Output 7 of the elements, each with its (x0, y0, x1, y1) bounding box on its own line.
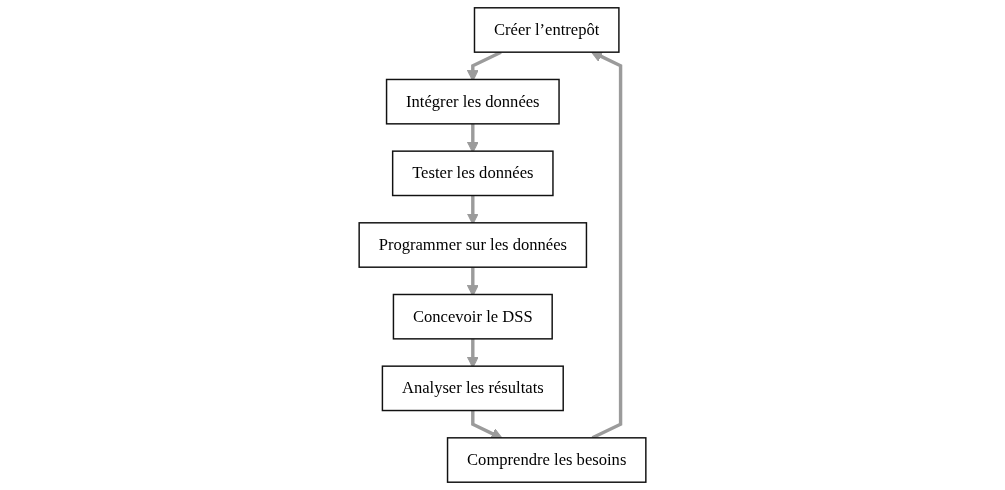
node-box: Programmer sur les données (358, 222, 588, 268)
node-box: Créer l’entrepôt (473, 7, 620, 53)
node-box: Comprendre les besoins (446, 437, 647, 483)
node-box: Concevoir le DSS (392, 293, 553, 340)
node-box: Intégrer les données (385, 78, 560, 125)
node-box: Tester les données (391, 150, 554, 197)
node-box: Analyser les résultats (381, 365, 564, 412)
